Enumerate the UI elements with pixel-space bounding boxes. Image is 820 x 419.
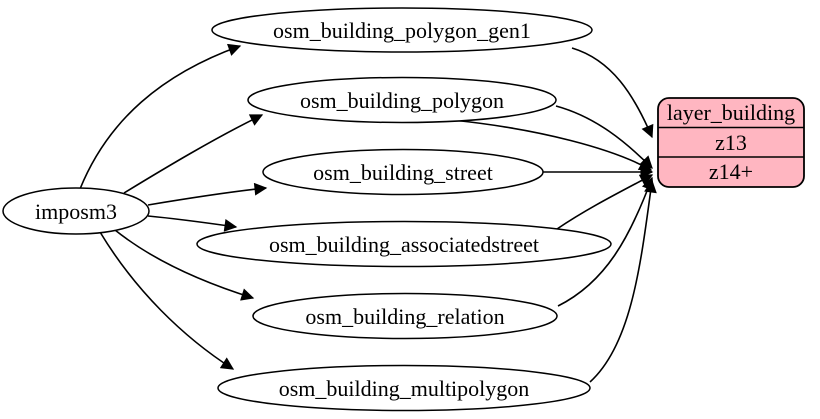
node-imposm3: imposm3	[2, 187, 150, 235]
edge-imposm3-to-osm-building-associatedstreet	[147, 215, 238, 232]
table-ellipse	[196, 220, 612, 268]
node-layer-building: layer_building z13 z14+	[657, 97, 805, 188]
table-label: osm_building_polygon_gen1	[273, 18, 531, 43]
edge-osm-building-relation-to-z14	[557, 176, 654, 307]
edge-osm-building-associatedstreet-to-z14	[556, 174, 654, 230]
layer-building-title: layer_building	[667, 100, 795, 125]
edge-imposm3-to-osm-building-multipolygon	[99, 231, 235, 370]
table-ellipse	[211, 7, 593, 53]
edge-osm-building-polygon-to-z14-b	[451, 119, 653, 171]
edge-imposm3-to-osm-building-polygon-gen1	[79, 43, 242, 190]
node-osm-building-multipolygon: osm_building_multipolygon	[217, 364, 591, 412]
imposm3-label: imposm3	[35, 199, 117, 224]
edge-osm-building-polygon-to-z14	[555, 105, 653, 169]
table-label: osm_building_relation	[305, 304, 504, 329]
table-ellipse	[262, 148, 544, 196]
edge-imposm3-to-osm-building-relation	[114, 229, 255, 301]
table-label: osm_building_multipolygon	[279, 376, 530, 401]
table-label: osm_building_polygon	[300, 88, 504, 113]
edge-osm-building-polygon-gen1-to-z13	[571, 47, 654, 139]
edge-imposm3-to-osm-building-polygon	[123, 114, 264, 194]
table-ellipse	[252, 292, 558, 340]
layer-row-z13: z13	[715, 130, 747, 155]
table-label: osm_building_associatedstreet	[269, 232, 539, 257]
node-osm-building-relation: osm_building_relation	[252, 292, 558, 340]
node-osm-building-associatedstreet: osm_building_associatedstreet	[196, 220, 612, 268]
edge-imposm3-to-osm-building-street	[147, 182, 268, 206]
table-ellipse	[217, 364, 591, 412]
layer-building-box	[657, 97, 805, 188]
node-osm-building-polygon: osm_building_polygon	[247, 76, 557, 124]
imposm3-ellipse	[2, 187, 150, 235]
table-ellipse	[247, 76, 557, 124]
edge-osm-building-multipolygon-to-z14	[589, 179, 657, 383]
table-label: osm_building_street	[313, 160, 493, 185]
node-osm-building-street: osm_building_street	[262, 148, 544, 196]
node-osm-building-polygon-gen1: osm_building_polygon_gen1	[211, 7, 593, 53]
layer-row-z14plus: z14+	[709, 159, 753, 184]
